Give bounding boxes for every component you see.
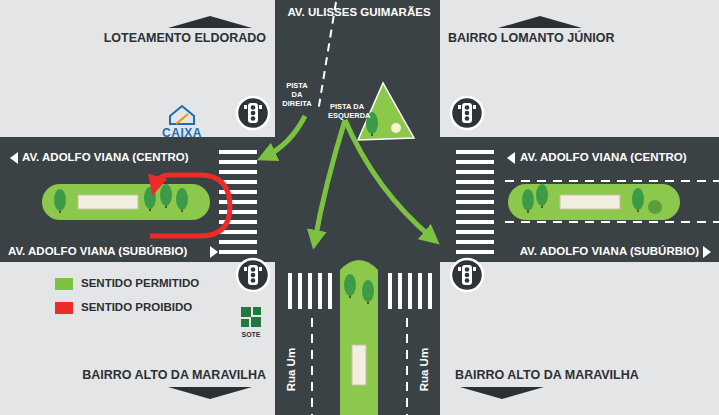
permitted-arrow <box>345 120 432 238</box>
direction-chevron <box>168 387 252 399</box>
direction-triangle <box>507 152 515 164</box>
street-name: AV. ULISSES GUIMARÃES <box>287 6 430 19</box>
median <box>42 184 210 220</box>
lane-divider <box>505 221 719 223</box>
caixa-logo: CAIXA <box>162 127 202 141</box>
district-name: LOTEAMENTO ELDORADO <box>104 31 266 45</box>
sote-logo: SOTE <box>241 331 260 339</box>
permitted-arrow <box>266 116 305 156</box>
street-name: AV. ADOLFO VIANA (CENTRO) <box>520 151 687 164</box>
direction-chevron <box>460 387 544 399</box>
permitted-arrow <box>315 120 345 240</box>
sote-logo-icon <box>241 307 261 327</box>
median <box>340 260 378 415</box>
median <box>508 184 680 220</box>
lane-label: PISTA DA ESQUERDA <box>328 102 366 120</box>
street-name: AV. ADOLFO VIANA (CENTRO) <box>22 151 189 164</box>
lane-label: PISTA DA DIREITA <box>280 81 314 108</box>
direction-chevron <box>498 16 582 28</box>
district-name: BAIRRO ALTO DA MARAVILHA <box>82 368 266 382</box>
lane-divider <box>311 318 313 415</box>
street-name: AV. ADOLFO VIANA (SUBÚRBIO) <box>520 245 699 258</box>
direction-chevron <box>168 16 252 28</box>
legend-row: SENTIDO PERMITIDO <box>55 277 199 290</box>
direction-triangle <box>10 152 18 164</box>
street-name: Rua Um <box>285 348 298 391</box>
legend-text: SENTIDO PERMITIDO <box>81 277 199 290</box>
district-name: BAIRRO ALTO DA MARAVILHA <box>455 368 639 382</box>
lane-divider <box>406 318 408 415</box>
legend-text: SENTIDO PROIBIDO <box>81 301 192 314</box>
caixa-logo-icon <box>176 114 188 124</box>
road-horizontal <box>0 137 719 262</box>
direction-triangle <box>703 246 711 258</box>
legend-swatch <box>55 302 73 314</box>
forbidden-u-turn <box>150 175 230 236</box>
street-name: AV. ADOLFO VIANA (SUBÚRBIO) <box>8 245 187 258</box>
trees <box>54 112 662 304</box>
street-name: Rua Um <box>418 348 431 391</box>
district-name: BAIRRO LOMANTO JÚNIOR <box>448 31 614 45</box>
lane-divider <box>318 2 336 112</box>
legend-swatch <box>55 278 73 290</box>
traffic-island <box>358 83 414 140</box>
direction-triangle <box>210 246 218 258</box>
legend-row: SENTIDO PROIBIDO <box>55 301 192 314</box>
bench <box>78 195 620 385</box>
caixa-logo-icon <box>170 106 194 124</box>
lane-divider <box>505 180 719 182</box>
